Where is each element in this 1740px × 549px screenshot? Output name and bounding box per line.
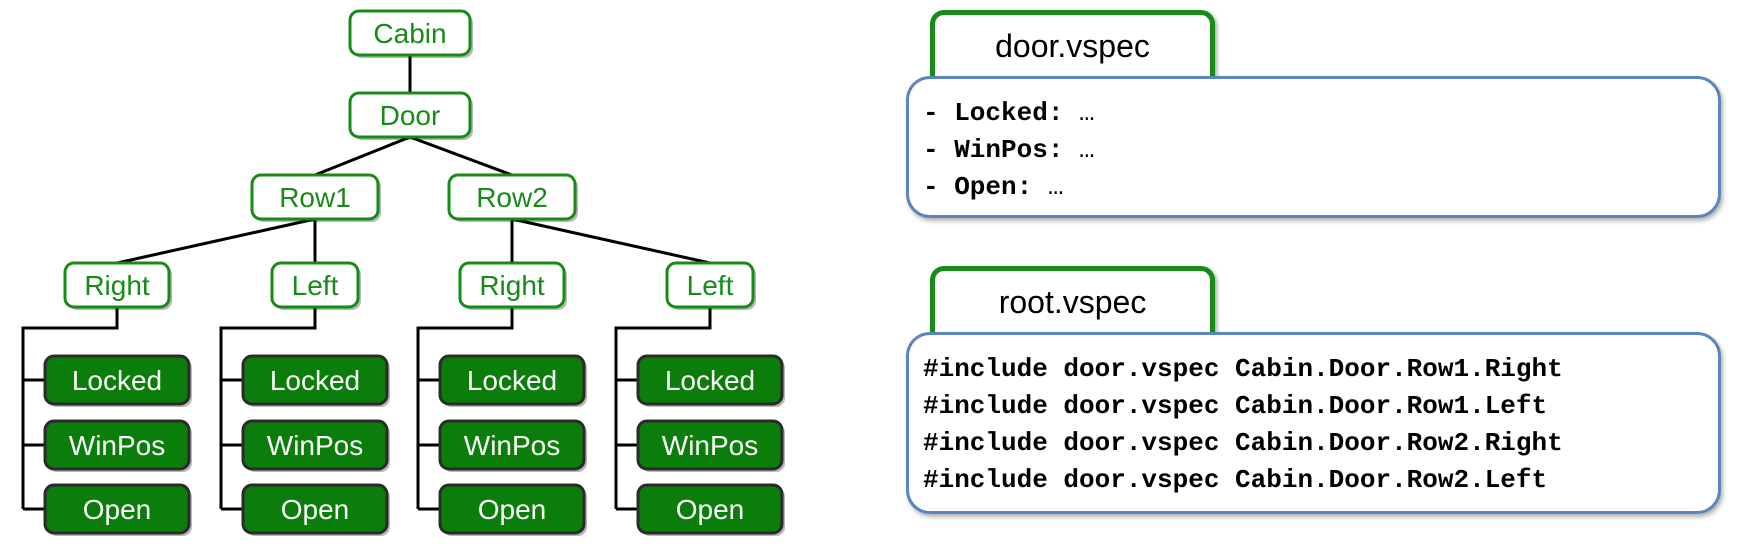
- node-box: [636, 419, 784, 471]
- tree-leaf-winpos: WinPos: [43, 419, 192, 472]
- tree-node-row2: Row2: [447, 173, 578, 222]
- node-box: [438, 419, 586, 471]
- tree-leaf-winpos: WinPos: [241, 419, 390, 472]
- node-label: Locked: [665, 365, 755, 396]
- node-label: WinPos: [464, 430, 560, 461]
- tree-connector: [614, 307, 712, 509]
- door-vspec-panel: - Locked: … - WinPos: … - Open: …: [906, 76, 1721, 218]
- node-box: [665, 261, 755, 309]
- root-vspec-line: #include door.vspec Cabin.Door.Row2.Righ…: [923, 428, 1563, 458]
- root-vspec-title: root.vspec: [998, 284, 1147, 320]
- tree-leaf-winpos: WinPos: [438, 419, 587, 472]
- tree-node-cabin: Cabin: [348, 9, 473, 58]
- tree-leaf-locked: Locked: [43, 354, 192, 407]
- node-label: WinPos: [267, 430, 363, 461]
- tree-connector: [511, 217, 711, 265]
- node-label: WinPos: [662, 430, 758, 461]
- node-box: [250, 173, 380, 221]
- tree-node-row1-left: Left: [270, 261, 361, 310]
- node-box: [241, 354, 389, 406]
- tree-leaf-open: Open: [636, 483, 785, 536]
- node-box: [438, 354, 586, 406]
- node-label: Locked: [270, 365, 360, 396]
- node-box: [458, 261, 566, 309]
- node-box: [241, 419, 389, 471]
- tree-leaf-locked: Locked: [241, 354, 390, 407]
- tree-leaf-locked: Locked: [636, 354, 785, 407]
- tree-leaf-open: Open: [438, 483, 587, 536]
- tree-connector: [416, 307, 514, 509]
- node-label: Open: [83, 494, 152, 525]
- node-box: [43, 419, 191, 471]
- node-label: Door: [380, 100, 441, 131]
- tree-node-row1: Row1: [250, 173, 381, 222]
- tree-connector: [116, 217, 316, 265]
- door-vspec-line: - Locked: …: [923, 98, 1095, 128]
- tree-node-row2-right: Right: [458, 261, 567, 310]
- node-box: [270, 261, 360, 309]
- door-vspec-line: - Open: …: [923, 172, 1064, 202]
- node-label: Right: [84, 270, 150, 301]
- node-box: [447, 173, 577, 221]
- root-vspec-line: #include door.vspec Cabin.Door.Row1.Righ…: [923, 354, 1563, 384]
- node-box: [43, 483, 191, 535]
- node-label: Left: [687, 270, 734, 301]
- node-box: [348, 9, 472, 57]
- node-label: Open: [281, 494, 350, 525]
- node-label: Right: [479, 270, 545, 301]
- node-box: [636, 354, 784, 406]
- tree-leaf-open: Open: [43, 483, 192, 536]
- door-vspec-line: - WinPos: …: [923, 135, 1095, 165]
- tree-node-row2-left: Left: [665, 261, 756, 310]
- tree-leaf-locked: Locked: [438, 354, 587, 407]
- node-box: [241, 483, 389, 535]
- root-vspec-tab: root.vspec: [930, 266, 1215, 334]
- node-label: Open: [478, 494, 547, 525]
- root-vspec-line: #include door.vspec Cabin.Door.Row1.Left: [923, 391, 1548, 421]
- node-box: [348, 91, 472, 139]
- tree-node-door: Door: [348, 91, 473, 140]
- node-box: [636, 483, 784, 535]
- root-vspec-panel: #include door.vspec Cabin.Door.Row1.Righ…: [906, 332, 1721, 514]
- node-box: [438, 483, 586, 535]
- node-box: [63, 261, 171, 309]
- door-vspec-title: door.vspec: [995, 28, 1150, 64]
- tree-connector: [409, 135, 513, 177]
- tree-node-row1-right: Right: [63, 261, 172, 310]
- node-label: Cabin: [373, 18, 446, 49]
- node-label: Locked: [72, 365, 162, 396]
- node-label: Row2: [476, 182, 548, 213]
- node-label: Open: [676, 494, 745, 525]
- node-label: Left: [292, 270, 339, 301]
- tree-connectors: [21, 55, 712, 511]
- node-label: WinPos: [69, 430, 165, 461]
- tree-connector: [314, 135, 411, 177]
- node-label: Locked: [467, 365, 557, 396]
- tree-leaf-open: Open: [241, 483, 390, 536]
- node-box: [43, 354, 191, 406]
- tree-leaf-winpos: WinPos: [636, 419, 785, 472]
- node-label: Row1: [279, 182, 351, 213]
- root-vspec-line: #include door.vspec Cabin.Door.Row2.Left: [923, 465, 1548, 495]
- tree-connector: [21, 307, 119, 509]
- door-vspec-tab: door.vspec: [930, 10, 1215, 78]
- tree-connector: [219, 307, 317, 509]
